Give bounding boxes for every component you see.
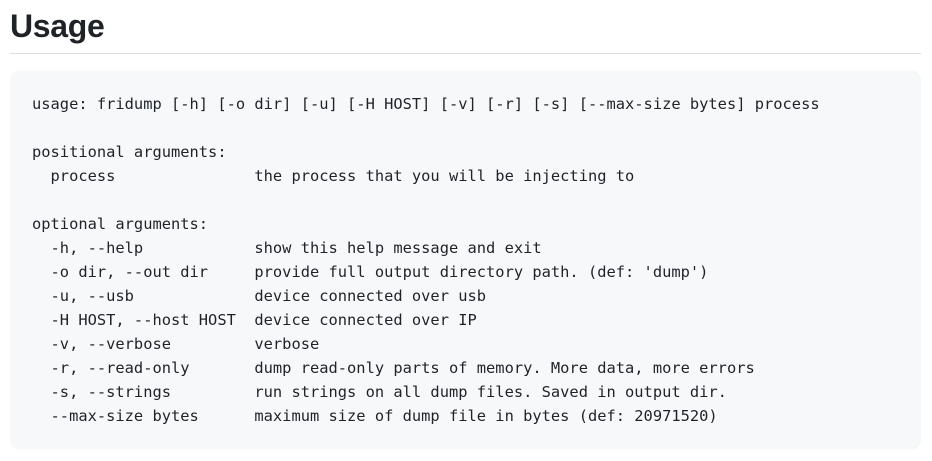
page-title: Usage — [10, 0, 921, 54]
usage-code-block: usage: fridump [-h] [-o dir] [-u] [-H HO… — [10, 71, 921, 449]
usage-help-text: usage: fridump [-h] [-o dir] [-u] [-H HO… — [32, 95, 820, 425]
